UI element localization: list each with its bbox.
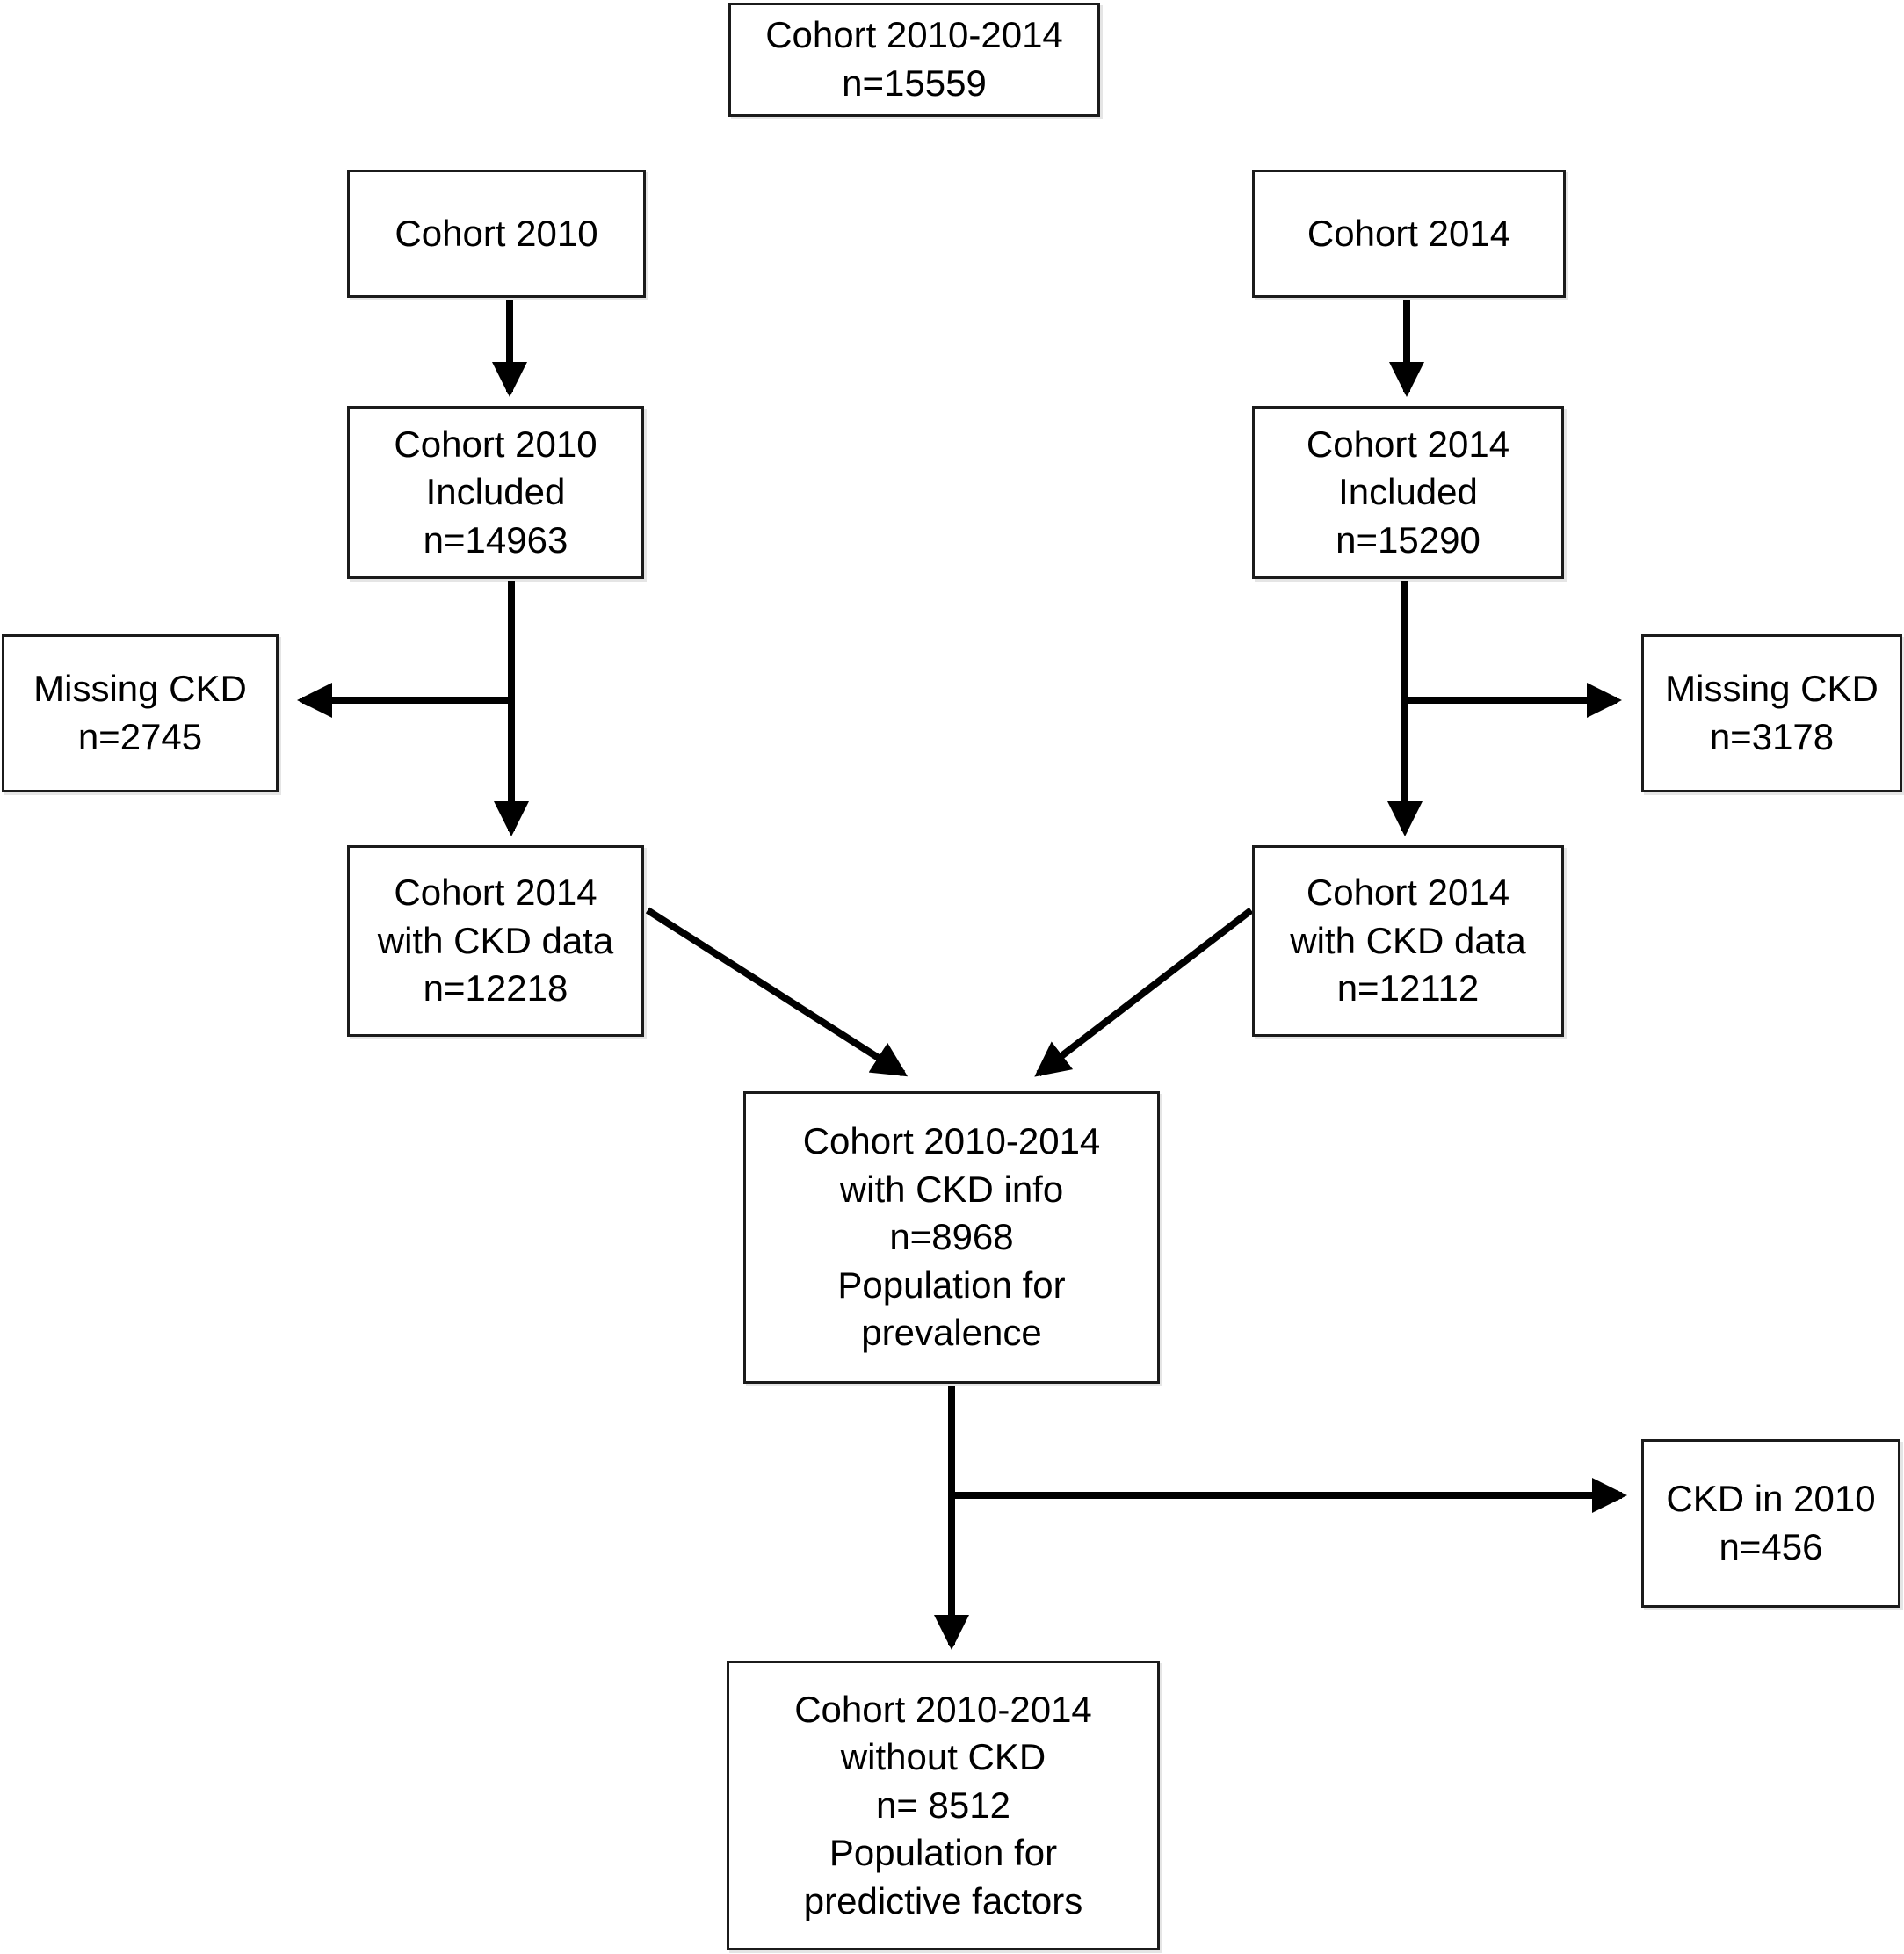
box-ckd-in-2010: CKD in 2010 n=456: [1641, 1439, 1900, 1608]
box-cohort-2010-2014-total: Cohort 2010-2014 n=15559: [728, 3, 1100, 117]
box-left-with-ckd-data: Cohort 2014 with CKD data n=12218: [347, 845, 644, 1037]
box-cohort-2014-included: Cohort 2014 Included n=15290: [1252, 406, 1564, 579]
box-right-with-ckd-data: Cohort 2014 with CKD data n=12112: [1252, 845, 1564, 1037]
box-cohort-2010: Cohort 2010: [347, 170, 646, 298]
box-cohort-without-ckd: Cohort 2010-2014 without CKD n= 8512 Pop…: [727, 1661, 1160, 1950]
box-missing-ckd-left: Missing CKD n=2745: [2, 634, 279, 792]
arrow-left-ckddata-to-merge: [645, 907, 909, 1077]
box-cohort-2014: Cohort 2014: [1252, 170, 1566, 298]
box-cohort-with-ckd-info: Cohort 2010-2014 with CKD info n=8968 Po…: [743, 1091, 1160, 1384]
box-missing-ckd-right: Missing CKD n=3178: [1641, 634, 1902, 792]
box-cohort-2010-included: Cohort 2010 Included n=14963: [347, 406, 644, 579]
arrow-right-ckddata-to-merge: [1034, 907, 1254, 1077]
